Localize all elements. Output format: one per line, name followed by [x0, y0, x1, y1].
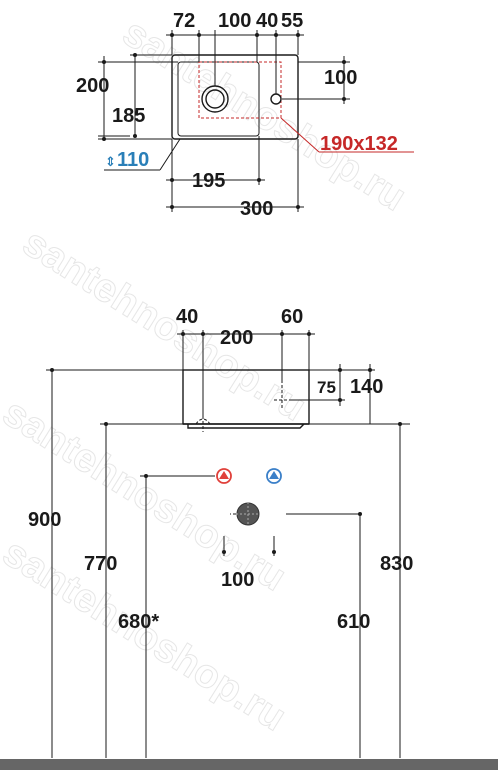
watermark-text-1: santehnoshop.ru [115, 10, 413, 219]
dim-72: 72 [173, 10, 195, 32]
dim-770: 770 [84, 553, 117, 575]
basin-bowl-top [177, 61, 260, 137]
dim-110: 110 [117, 149, 149, 171]
dim-40: 40 [256, 10, 278, 32]
dim-55: 55 [281, 10, 303, 32]
hot-water-icon [219, 471, 229, 479]
height-indicator-icon: ⇕ [105, 154, 116, 169]
drain-inner-top [205, 89, 225, 109]
cutout-leader [280, 117, 320, 153]
cold-water-icon [269, 471, 279, 479]
dim-100-top: 100 [218, 10, 251, 32]
floor-line [0, 759, 498, 770]
cutout-outline [198, 61, 282, 119]
watermark-text-2: santehnoshop.ru [15, 220, 313, 429]
dim-610: 610 [337, 611, 370, 633]
dim-front-200: 200 [220, 327, 253, 349]
front-view: 40 200 60 75 140 900 770 830 [0, 306, 498, 770]
dim-190x132: 190x132 [320, 133, 398, 155]
dim-front-40: 40 [176, 306, 198, 328]
dim-185: 185 [112, 105, 145, 127]
dim-front-75: 75 [317, 378, 336, 397]
dim-300: 300 [240, 198, 273, 220]
dim-100-right: 100 [324, 67, 357, 89]
dim-680: 680* [118, 611, 159, 633]
dim-front-140: 140 [350, 376, 383, 398]
dim-front-100: 100 [221, 569, 254, 591]
basin-outline-top [171, 54, 299, 140]
top-view: 72 100 40 55 200 185 100 190x132 ⇕ 110 [76, 10, 414, 220]
dim-front-60: 60 [281, 306, 303, 328]
dim-200: 200 [76, 75, 109, 97]
dim-195: 195 [192, 170, 225, 192]
dim-900: 900 [28, 509, 61, 531]
dim-830: 830 [380, 553, 413, 575]
